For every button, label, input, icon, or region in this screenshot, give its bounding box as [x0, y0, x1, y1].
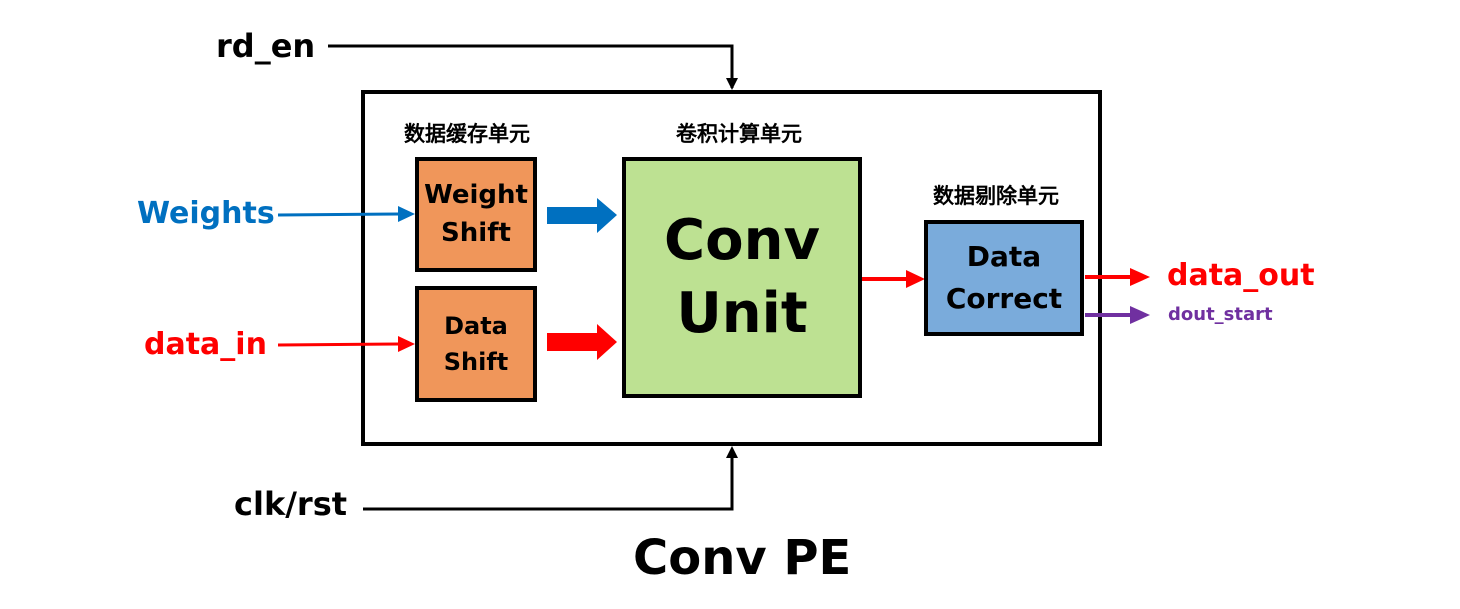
data-out-label: data_out — [1167, 258, 1315, 293]
clk-rst-wire — [363, 458, 734, 511]
clk-rst-arrowhead — [726, 446, 738, 458]
data-shift-block: Data Shift — [415, 286, 537, 402]
data-in-arrowhead — [398, 336, 415, 352]
conv-unit-line2: Unit — [676, 280, 808, 346]
weight-to-conv-arrow — [547, 198, 617, 233]
data-shift-line1: Data — [444, 312, 508, 340]
conv-unit-caption: 卷积计算单元 — [676, 122, 802, 146]
rd-en-wire — [328, 44, 734, 88]
dout-start-arrowhead — [1130, 306, 1150, 324]
diagram-title: Conv PE — [633, 530, 852, 586]
conv-to-correct-arrowhead — [906, 270, 925, 288]
remove-unit-caption: 数据剔除单元 — [933, 184, 1059, 208]
weights-wire — [277, 212, 401, 217]
weights-arrowhead — [398, 206, 415, 222]
buffer-unit-caption: 数据缓存单元 — [404, 122, 530, 146]
rd-en-arrowhead — [726, 78, 738, 90]
data-shift-line2: Shift — [443, 348, 509, 376]
data-correct-line1: Data — [966, 240, 1042, 273]
data-out-arrowhead — [1130, 268, 1150, 286]
rd-en-label: rd_en — [216, 27, 316, 65]
data-correct-block: Data Correct — [924, 220, 1084, 336]
data-in-label: data_in — [144, 327, 267, 362]
data-to-conv-arrow — [547, 324, 617, 360]
data-correct-line2: Correct — [945, 282, 1063, 315]
dout-start-label: dout_start — [1168, 304, 1273, 325]
conv-unit-block: Conv Unit — [622, 157, 862, 398]
conv-unit-line1: Conv — [664, 207, 820, 273]
weights-label: Weights — [137, 196, 275, 231]
data-in-wire — [277, 342, 401, 347]
weight-shift-line1: Weight — [424, 179, 528, 210]
pe-outer-box — [361, 90, 1102, 446]
clk-rst-label: clk/rst — [234, 485, 348, 523]
weight-shift-block: Weight Shift — [415, 157, 537, 272]
weight-shift-line2: Shift — [441, 217, 511, 248]
